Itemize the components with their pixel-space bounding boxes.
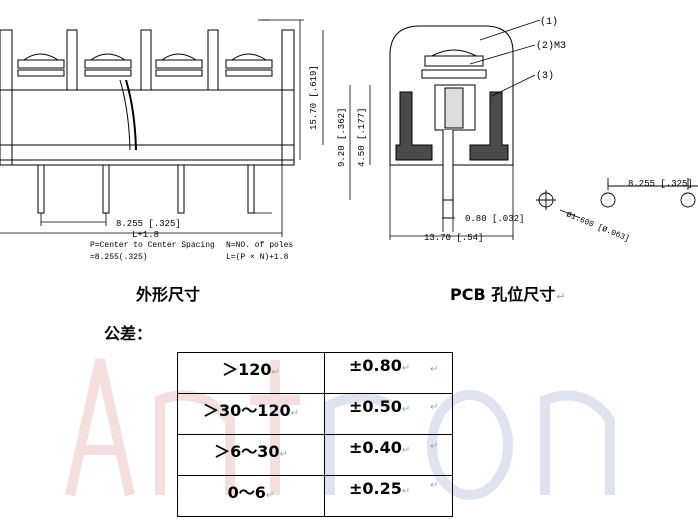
front-view-dimensions bbox=[0, 19, 304, 237]
table-row: ＞30～120↵±0.50↵ bbox=[177, 393, 453, 435]
outline-heading-text: 外形尺寸 bbox=[136, 285, 201, 304]
range-cell: ＞30～120↵ bbox=[177, 393, 325, 435]
pcb-hole-3 bbox=[680, 192, 696, 208]
callout-2: (2)M3 bbox=[536, 40, 566, 52]
paragraph-mark-icon: ↵ bbox=[556, 290, 566, 303]
side-view-leaders bbox=[389, 19, 541, 240]
tolerance-heading-text: 公差： bbox=[104, 324, 153, 343]
dim-height-mid: 9.20 [.362] bbox=[337, 108, 347, 167]
tolerance-heading: 公差： bbox=[104, 320, 152, 344]
note-p-line2: =8.255(.325) bbox=[90, 253, 148, 262]
dim-width-label: 13.70 [.54] bbox=[424, 233, 483, 243]
dim-height-total: 15.70 [.619] bbox=[309, 65, 319, 130]
note-n-line1: N=NO. of poles bbox=[226, 241, 293, 250]
pcb-dim-hole: Ø1.600 [Ø.063] bbox=[565, 210, 631, 244]
paragraph-mark-icon: ↵ bbox=[271, 367, 280, 378]
technical-drawing: 8.255 [.325] L+1.8 P=Center to Center Sp… bbox=[0, 16, 698, 262]
range-value: 0～6 bbox=[227, 483, 266, 502]
screw-3 bbox=[155, 53, 203, 77]
tolerance-cell: ±0.80↵ bbox=[324, 352, 453, 394]
watermark-letter-n2 bbox=[540, 390, 615, 495]
range-value: ＞120 bbox=[222, 360, 272, 379]
outline-heading: 外形尺寸 bbox=[136, 281, 200, 305]
table-row: ＞6～30↵±0.40↵ bbox=[177, 434, 453, 476]
screw-4 bbox=[225, 53, 273, 77]
paragraph-mark-icon: ↵ bbox=[430, 480, 439, 491]
dim-spacing-label: 8.255 [.325] bbox=[116, 219, 181, 229]
dim-overall-label: L+1.8 bbox=[132, 230, 159, 240]
tolerance-cell: ±0.25↵ bbox=[324, 475, 453, 517]
paragraph-mark-icon: ↵ bbox=[401, 445, 411, 456]
pcb-dim-spacing: 8.255 [.325] bbox=[628, 179, 693, 189]
dim-height-low: 4.50 [.177] bbox=[357, 108, 367, 167]
clamp-section bbox=[395, 91, 509, 161]
side-view bbox=[389, 25, 514, 219]
dim-pin-label: 0.80 [.032] bbox=[465, 214, 524, 224]
table-row: 0～6↵±0.25↵ bbox=[177, 475, 453, 517]
callout-3: (3) bbox=[536, 70, 554, 82]
paragraph-mark-icon: ↵ bbox=[265, 490, 275, 501]
tolerance-value: ±0.80 bbox=[349, 356, 402, 375]
paragraph-mark-icon: ↵ bbox=[430, 402, 439, 413]
pcb-hole-layout bbox=[536, 178, 698, 219]
tolerance-value: ±0.50 bbox=[349, 397, 402, 416]
note-p-line1: P=Center to Center Spacing bbox=[90, 241, 215, 250]
range-value: ＞30～120 bbox=[202, 401, 291, 420]
paragraph-mark-icon: ↵ bbox=[430, 441, 439, 452]
table-row: ＞120↵±0.80↵ bbox=[177, 352, 453, 394]
paragraph-mark-icon: ↵ bbox=[401, 363, 411, 374]
paragraph-mark-icon: ↵ bbox=[290, 408, 300, 419]
tolerance-value: ±0.25 bbox=[349, 479, 402, 498]
paragraph-mark-icon: ↵ bbox=[279, 449, 288, 460]
pcb-hole-2 bbox=[600, 192, 616, 208]
tolerance-table: ＞120↵±0.80↵＞30～120↵±0.50↵＞6～30↵±0.40↵0～6… bbox=[177, 352, 453, 517]
paragraph-mark-icon: ↵ bbox=[401, 486, 411, 497]
callout-1: (1) bbox=[540, 16, 558, 28]
screw-1 bbox=[17, 53, 65, 77]
note-n-line2: L=(P × N)+1.8 bbox=[226, 253, 289, 262]
paragraph-mark-icon: ↵ bbox=[430, 364, 439, 375]
paragraph-mark-icon: ↵ bbox=[401, 404, 411, 415]
range-cell: ＞120↵ bbox=[177, 352, 325, 394]
pcb-layout-heading: PCB 孔位尺寸↵ bbox=[450, 281, 565, 305]
tolerance-cell: ±0.50↵ bbox=[324, 393, 453, 435]
range-cell: ＞6～30↵ bbox=[177, 434, 325, 476]
tolerance-value: ±0.40 bbox=[349, 438, 402, 457]
range-cell: 0～6↵ bbox=[177, 475, 325, 517]
pcb-layout-heading-text: PCB 孔位尺寸 bbox=[450, 285, 556, 304]
front-view bbox=[0, 29, 295, 214]
screw-2 bbox=[84, 53, 132, 77]
range-value: ＞6～30 bbox=[214, 442, 280, 461]
watermark-letter-a bbox=[65, 358, 135, 497]
